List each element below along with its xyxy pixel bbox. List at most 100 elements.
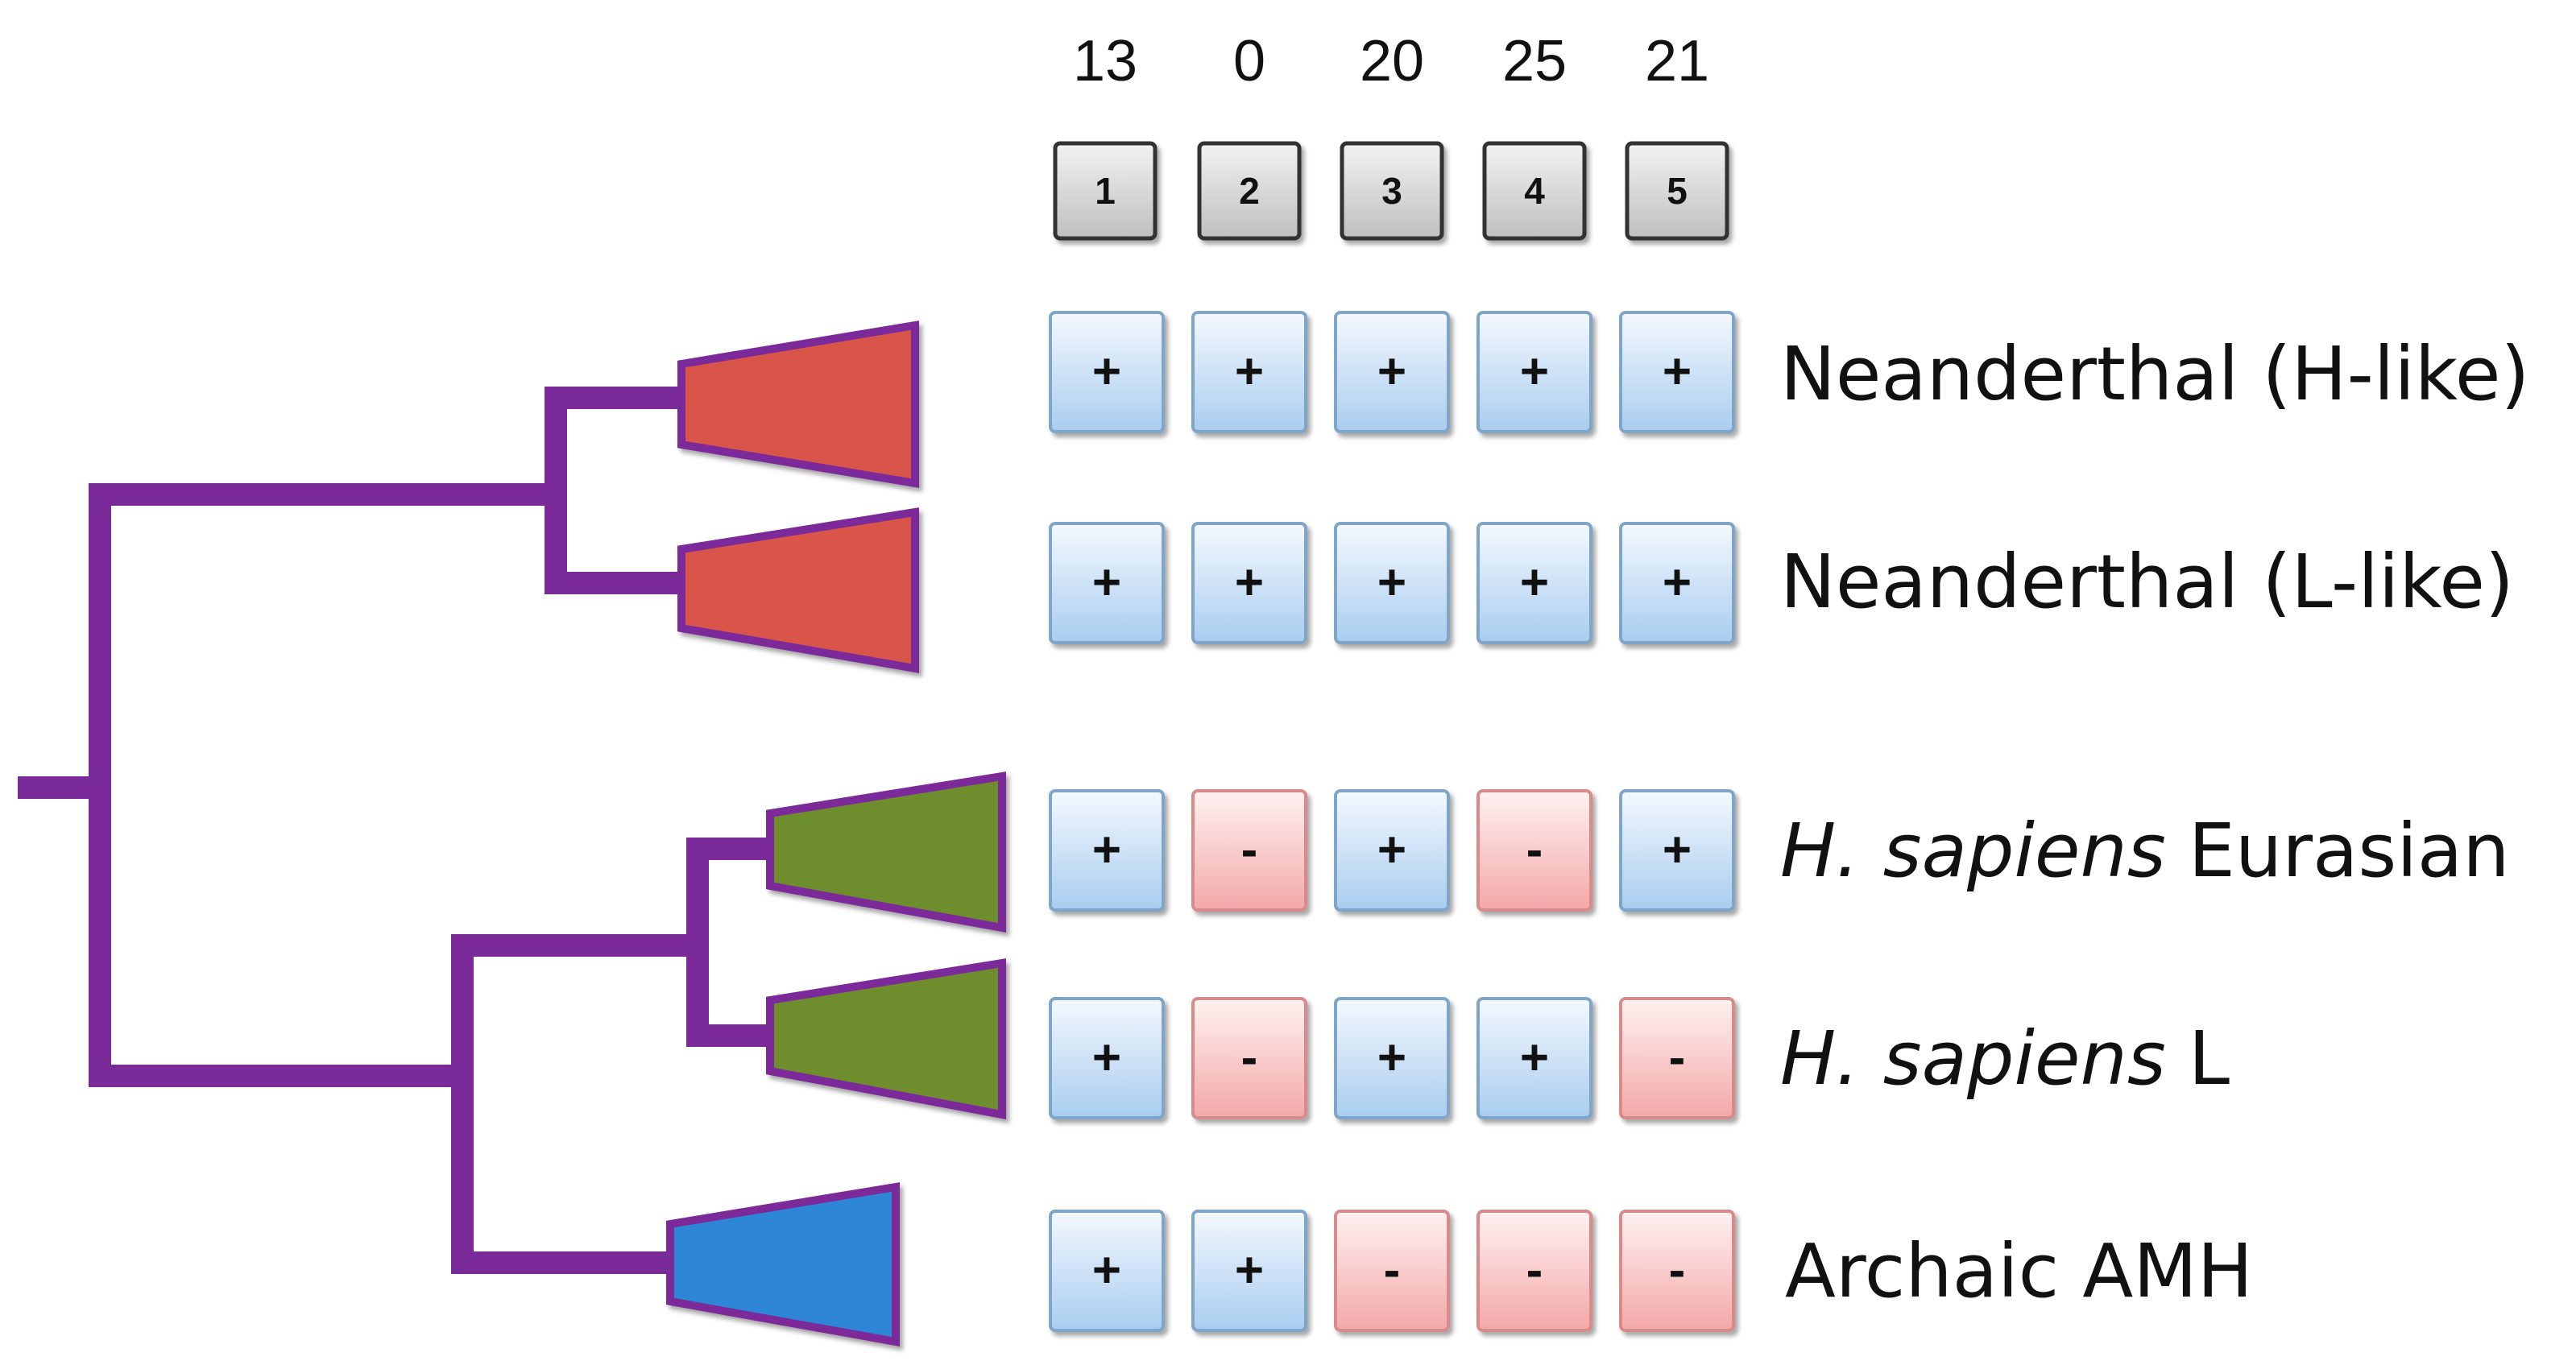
sign-label: - [1241, 1030, 1258, 1086]
neanderthal-l-clade-triangle [677, 507, 919, 673]
column-number-box [1482, 141, 1587, 241]
sign-cell: + [1476, 997, 1592, 1119]
plus-cell-box [1476, 311, 1592, 433]
sign-label: - [1241, 822, 1258, 878]
sign-cell: - [1191, 997, 1307, 1119]
sign-cell: + [1049, 997, 1165, 1119]
tree-branches [18, 387, 773, 1274]
sign-label: + [1377, 344, 1406, 399]
plus-cell-box [1049, 522, 1165, 644]
sign-cell: - [1191, 789, 1307, 912]
sign-cell: - [1619, 1210, 1735, 1332]
row-label-italic: H. sapiens [1780, 808, 2166, 894]
plus-cell-box [1049, 1210, 1165, 1332]
plus-cell-box [1334, 311, 1450, 433]
sign-cell: + [1619, 789, 1735, 912]
sign-label: - [1526, 1243, 1543, 1298]
sign-label: + [1663, 822, 1692, 878]
plus-cell-box [1619, 789, 1735, 912]
sign-label: + [1377, 555, 1406, 610]
sign-label: + [1377, 1030, 1406, 1086]
plus-cell-box [1334, 997, 1450, 1119]
plus-cell-box [1334, 789, 1450, 912]
row-labels: Neanderthal (H-like) Neanderthal (L-like… [1780, 331, 2529, 1314]
column-number-box [1197, 141, 1302, 241]
plus-cell-box [1334, 522, 1450, 644]
column-count: 21 [1645, 29, 1709, 93]
sign-cell: + [1049, 1210, 1165, 1332]
sign-label: - [1526, 822, 1543, 878]
sign-label: - [1384, 1243, 1401, 1298]
sign-label: + [1235, 344, 1264, 399]
minus-cell-box [1476, 1210, 1592, 1332]
sign-cell: - [1619, 997, 1735, 1119]
column-1: 13 1 [1053, 29, 1158, 241]
sign-cell: - [1476, 789, 1592, 912]
sign-cell: + [1049, 311, 1165, 433]
sign-cell: + [1049, 522, 1165, 644]
sign-label: + [1092, 555, 1121, 610]
sign-label: + [1235, 555, 1264, 610]
column-number-box [1625, 141, 1729, 241]
column-number-box [1053, 141, 1158, 241]
row-label-neanderthal-l: Neanderthal (L-like) [1780, 539, 2514, 625]
sign-cell: + [1049, 789, 1165, 912]
row-label-archaic-amh: Archaic AMH [1785, 1228, 2253, 1314]
sign-cell: + [1191, 522, 1307, 644]
sign-cell: + [1334, 522, 1450, 644]
plus-cell-box [1619, 522, 1735, 644]
sign-label: + [1520, 1030, 1549, 1086]
plus-cell-box [1476, 997, 1592, 1119]
sign-cell: + [1334, 997, 1450, 1119]
archaic-amh-clade-triangle [666, 1182, 900, 1346]
sign-cell: + [1619, 522, 1735, 644]
column-number-box [1340, 141, 1444, 241]
plus-cell-box [1619, 311, 1735, 433]
column-number: 1 [1095, 170, 1116, 212]
sign-label: - [1669, 1030, 1686, 1086]
sign-cell: + [1476, 522, 1592, 644]
minus-cell-box [1334, 1210, 1450, 1332]
plus-cell-box [1191, 522, 1307, 644]
sign-label: + [1092, 1243, 1121, 1298]
column-number: 4 [1524, 170, 1545, 212]
column-count: 0 [1233, 29, 1265, 93]
sign-label: + [1092, 1030, 1121, 1086]
column-4: 25 4 [1482, 29, 1587, 241]
sign-label: + [1092, 344, 1121, 399]
row-label-sapiens-eurasian: H. sapiens Eurasian [1780, 808, 2510, 894]
sign-cell: - [1476, 1210, 1592, 1332]
sign-grid: +++++++++++-+-++-++-++--- [1049, 311, 1735, 1332]
minus-cell-box [1619, 997, 1735, 1119]
sign-label: + [1235, 1243, 1264, 1298]
sign-cell: + [1476, 311, 1592, 433]
row-label-plain: Neanderthal (L-like) [1780, 539, 2514, 625]
sign-cell: + [1191, 1210, 1307, 1332]
sign-cell: + [1619, 311, 1735, 433]
column-count: 20 [1360, 29, 1424, 93]
sapiens-eurasian-clade-triangle [766, 771, 1006, 933]
plus-cell-box [1049, 997, 1165, 1119]
column-5: 21 5 [1625, 29, 1729, 241]
plus-cell-box [1191, 1210, 1307, 1332]
row-label-plain: Neanderthal (H-like) [1780, 331, 2529, 417]
row-label-neanderthal-h: Neanderthal (H-like) [1780, 331, 2529, 417]
neanderthal-h-clade-triangle [677, 321, 919, 488]
plus-cell-box [1049, 789, 1165, 912]
row-label-italic: H. sapiens [1780, 1015, 2166, 1102]
row-label-plain: Eurasian [2189, 808, 2510, 894]
sign-label: + [1663, 555, 1692, 610]
sign-label: + [1520, 344, 1549, 399]
sign-label: + [1663, 344, 1692, 399]
column-count: 25 [1502, 29, 1567, 93]
sapiens-l-clade-triangle [766, 958, 1006, 1120]
column-number: 2 [1239, 170, 1260, 212]
plus-cell-box [1049, 311, 1165, 433]
column-count: 13 [1073, 29, 1137, 93]
sign-cell: + [1191, 311, 1307, 433]
plus-cell-box [1476, 522, 1592, 644]
minus-cell-box [1191, 997, 1307, 1119]
sign-label: - [1669, 1243, 1686, 1298]
sign-cell: + [1334, 311, 1450, 433]
